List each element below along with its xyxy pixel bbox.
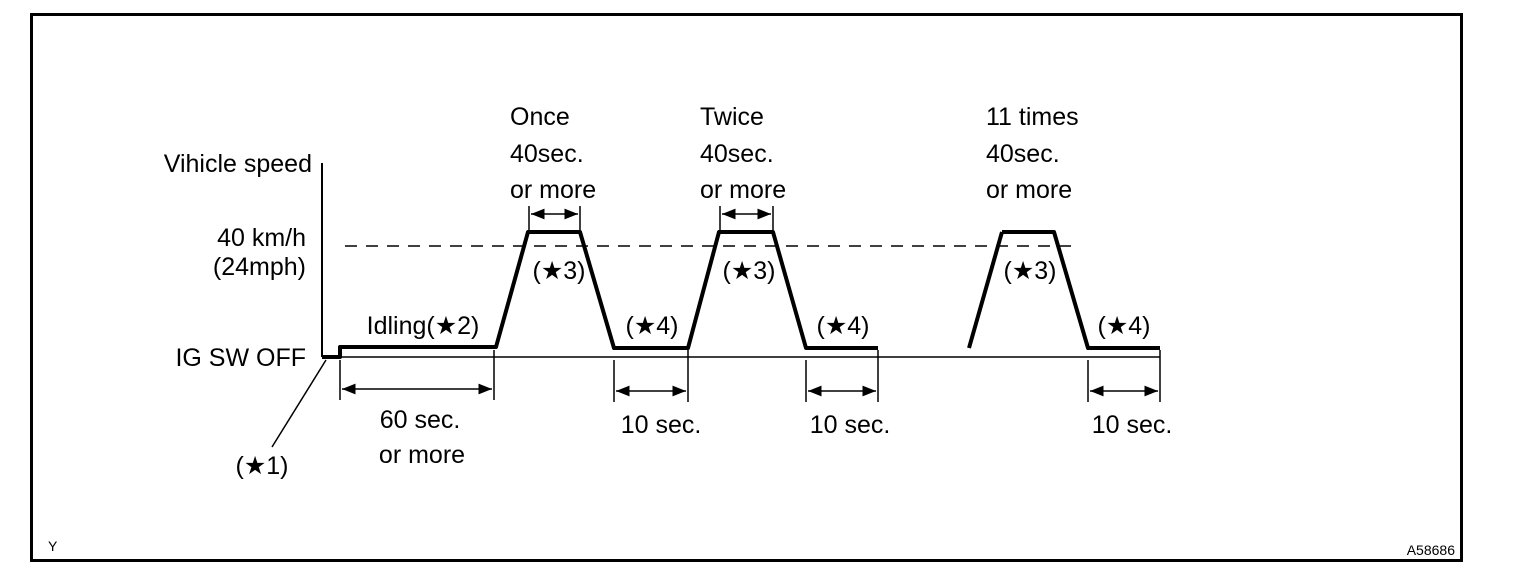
cycle-1-stop-step: (★4) [626,312,679,340]
idle-time-line2: or more [379,441,465,469]
cycle-2-qualifier: or more [700,176,786,204]
cycle-3-qualifier: or more [986,176,1072,204]
speed-metric-label: 40 km/h [217,224,306,252]
footer-left-code: Y [48,538,58,554]
speed-imperial-label: (24mph) [213,253,306,281]
cycle-1-qualifier: or more [510,176,596,204]
idling-step-label: Idling(★2) [367,312,480,340]
cycle-3-count: 11 times [986,103,1079,131]
cycle-1-stop-time: 10 sec. [621,411,702,439]
cycle-3-stop-step: (★4) [1098,312,1151,340]
cycle-3-drive-step: (★3) [1004,257,1057,285]
cycle-3-stop-time: 10 sec. [1092,411,1173,439]
cycle-2-count: Twice [700,103,764,131]
cycle-3-duration: 40sec. [986,140,1060,168]
speed-profile-line-final [1002,230,1160,350]
speed-profile-line [322,230,878,359]
ig-off-leader-line [271,359,327,448]
cycle-1-duration: 40sec. [510,140,584,168]
figure-id: A58686 [1407,542,1455,558]
cycle-2-duration: 40sec. [700,140,774,168]
cycle-1-count: Once [510,103,570,131]
cycle-1-drive-step: (★3) [533,257,586,285]
y-axis-label: Vihicle speed [164,150,312,178]
cycle-2-stop-time: 10 sec. [810,411,891,439]
ig-off-step-label: (★1) [236,452,289,480]
idle-time-line1: 60 sec. [380,406,461,434]
speed-profile-resume-ramp [967,231,1004,349]
diagram-frame [30,13,1463,562]
cycle-2-drive-step: (★3) [723,257,776,285]
baseline-label: IG SW OFF [175,344,306,372]
cycle-2-stop-step: (★4) [817,312,870,340]
